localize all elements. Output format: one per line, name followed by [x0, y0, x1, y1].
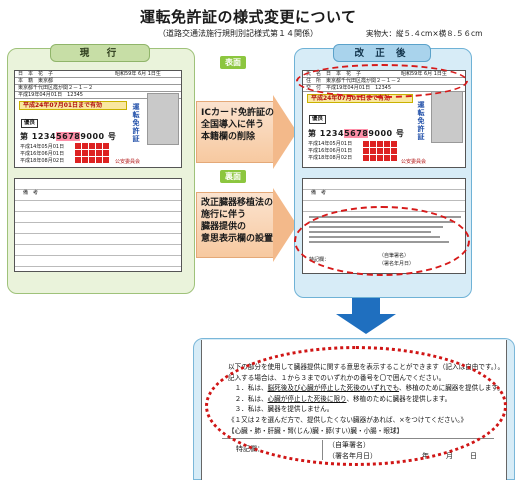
current-card-date-3: 平成18年08月02日 — [20, 158, 65, 164]
current-card-name: 日 本 花 子 — [18, 71, 54, 77]
donation-field-highlight — [294, 206, 470, 276]
current-panel-label: 現 行 — [50, 44, 150, 62]
revised-card-date-3: 平成18年08月02日 — [308, 155, 353, 161]
revised-card-vertical-title: 運転免許証 — [417, 101, 425, 141]
page-subtitle: （道路交通法施行規則別記様式第１４関係） — [158, 29, 318, 38]
current-card-date-1: 平成14年05月01日 — [20, 144, 65, 150]
current-card-issuer: 公安委員会 — [115, 159, 141, 165]
revised-card-conditions: 優良 — [309, 115, 327, 124]
size-note: 実物大：縦５.４cm×横８.５６cm — [366, 29, 483, 38]
revised-card-issuer: 公安委員会 — [401, 159, 427, 165]
revised-card-date-1: 平成14年05月01日 — [308, 141, 353, 147]
revised-card-photo — [431, 91, 463, 143]
down-arrow-icon — [336, 314, 396, 334]
revised-card-date-2: 平成16年06月01日 — [308, 148, 353, 154]
revised-card-number: 第 123456789000 号 — [308, 129, 405, 138]
arrow-organ-donation: 改正臓器移植法の 施行に伴う 臓器提供の 意思表示欄の設置 — [196, 188, 300, 262]
current-back-tag: 裏面 — [220, 170, 246, 183]
revised-back-header: 備 考 — [311, 190, 327, 196]
current-card-issued: 平成19年04月01日 12345 — [18, 92, 83, 98]
down-arrow-body — [352, 298, 380, 315]
current-card-birth: 昭和59年 6月 1日生 — [115, 71, 161, 77]
current-card-vertical-title: 運転免許証 — [132, 103, 140, 143]
current-card-number: 第 123456789000 号 — [20, 132, 117, 141]
arrow-honseki-removal: ICカード免許証の 全国導入に伴う 本籍欄の削除 — [196, 95, 300, 169]
current-card-expiry: 平成24年07月01日まで有効 — [19, 101, 127, 110]
revised-card-category-grid — [363, 141, 397, 161]
zoom-highlight-oval — [205, 346, 507, 466]
current-back-header: 備 考 — [23, 190, 39, 196]
zoom-month: 月 — [446, 452, 453, 460]
current-card-conditions: 優良 — [21, 119, 39, 128]
current-front-tag: 表面 — [220, 56, 246, 69]
current-card-honseki: 本 籍 東京都 — [18, 78, 54, 84]
page-title: 運転免許証の様式変更について — [140, 8, 357, 26]
current-card-photo — [147, 93, 179, 145]
current-license-front: 日 本 花 子 昭和59年 6月 1日生 本 籍 東京都 東京都千代田区霞が関２－… — [14, 70, 182, 168]
revised-panel-label: 改 正 後 — [333, 44, 431, 62]
zoom-day: 日 — [470, 452, 477, 460]
current-license-back: 備 考 — [14, 178, 182, 272]
current-card-address: 東京都千代田区霞が関２－１－２ — [18, 85, 94, 91]
honseki-removed-highlight — [296, 64, 468, 98]
current-card-date-2: 平成16年06月01日 — [20, 151, 65, 157]
current-card-category-grid — [75, 143, 109, 163]
